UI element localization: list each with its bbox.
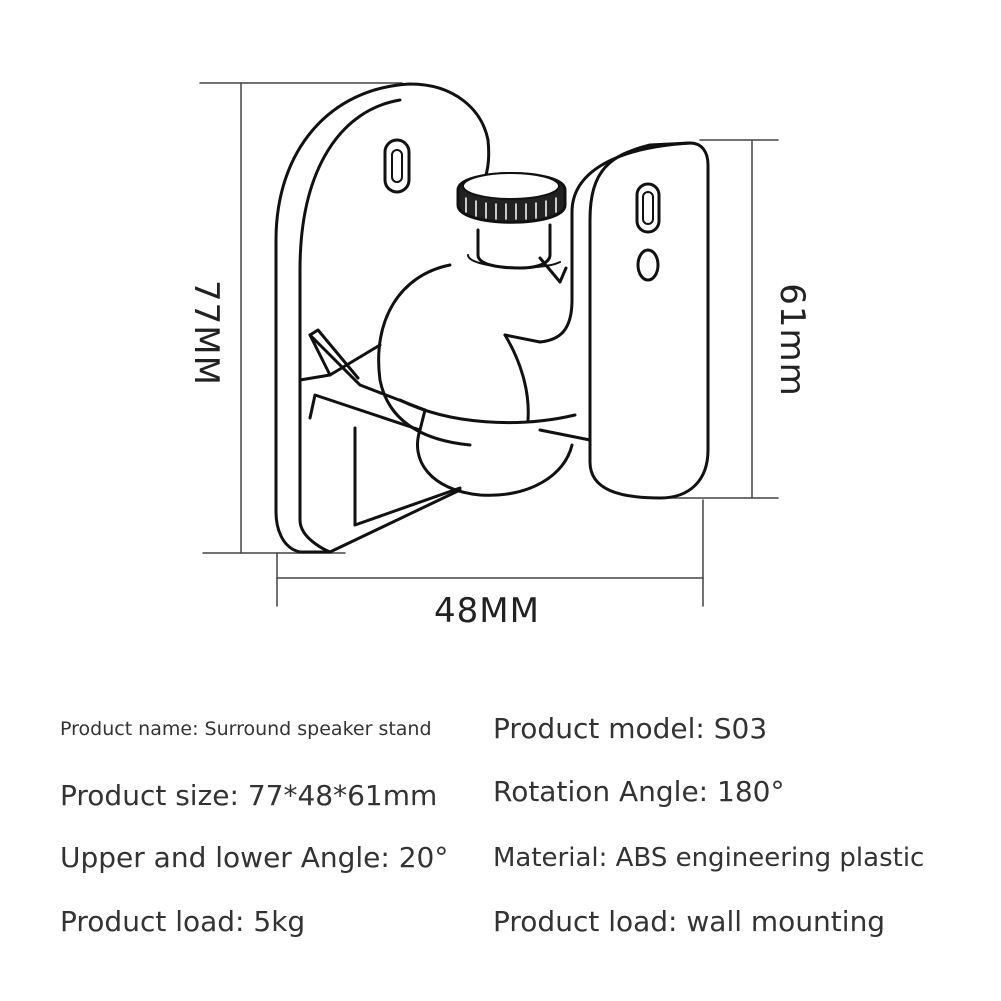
dimension-lines	[199, 82, 779, 607]
wall-plate	[274, 82, 491, 554]
height-dimension-label: 77MM	[186, 280, 226, 386]
ball-joint	[377, 263, 592, 497]
spec-product-model: Product model: S03	[493, 712, 768, 745]
width-dimension-label: 48MM	[434, 591, 540, 631]
spec-product-size: Product size: 77*48*61mm	[60, 779, 438, 812]
adjust-knob	[456, 172, 568, 284]
speaker-bracket-drawing	[199, 82, 779, 607]
spec-product-load: Product load: 5kg	[60, 905, 306, 938]
spec-tilt-angle: Upper and lower Angle: 20°	[60, 841, 449, 874]
speaker-plate	[538, 141, 710, 500]
spec-mounting: Product load: wall mounting	[493, 905, 886, 938]
spec-material: Material: ABS engineering plastic	[493, 843, 925, 873]
spec-rotation-angle: Rotation Angle: 180°	[493, 775, 785, 808]
tilt-arm	[298, 328, 427, 432]
depth-dimension-label: 61mm	[772, 283, 812, 397]
spec-product-name: Product name: Surround speaker stand	[60, 718, 432, 740]
